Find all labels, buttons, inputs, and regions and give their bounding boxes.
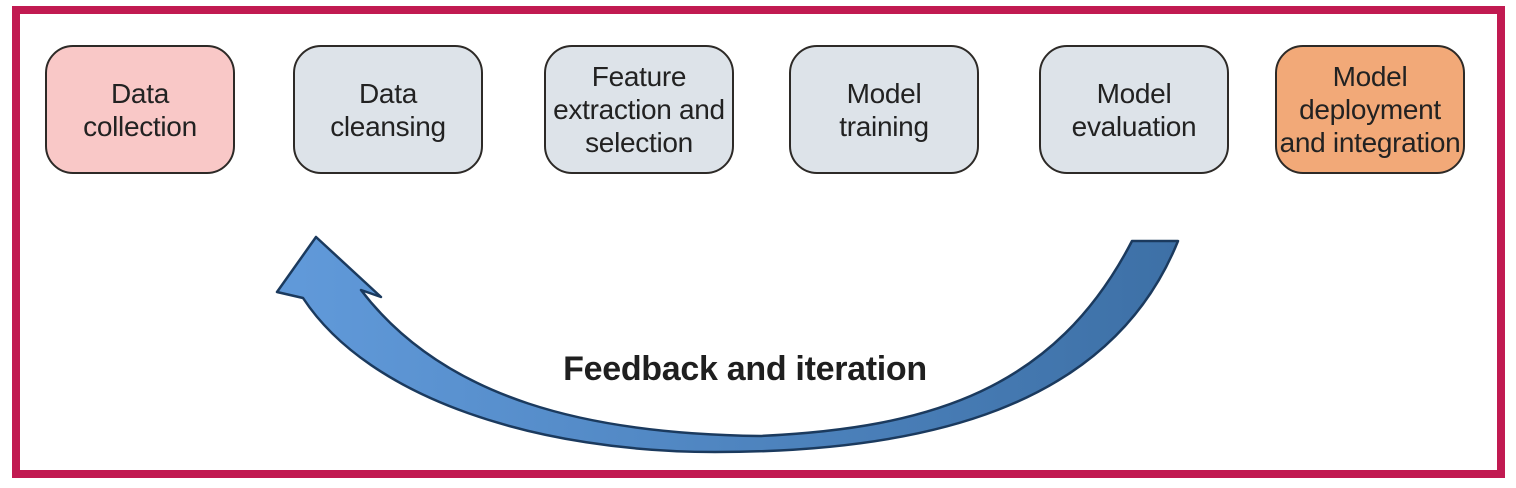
step-box-model-deployment-integration: Model deployment and integration xyxy=(1275,45,1465,174)
step-label-line: Model xyxy=(1332,61,1408,92)
step-box-data-collection: Data collection xyxy=(45,45,235,174)
step-label-line: deployment xyxy=(1299,94,1441,125)
step-label-line: selection xyxy=(585,127,693,158)
step-label-line: cleansing xyxy=(330,110,446,142)
step-label-line: Data xyxy=(111,77,169,109)
step-label-line: Model xyxy=(846,77,922,109)
step-label-line: extraction and xyxy=(553,94,725,125)
step-label-line: and integration xyxy=(1279,127,1461,158)
step-box-model-training: Model training xyxy=(789,45,979,174)
step-label-line: collection xyxy=(83,110,197,142)
step-box-model-evaluation: Model evaluation xyxy=(1039,45,1229,174)
step-label-line: Feature xyxy=(591,61,687,92)
step-label-line: Model xyxy=(1096,77,1172,109)
step-label-line: evaluation xyxy=(1071,110,1197,142)
diagram-border xyxy=(12,6,1505,478)
step-label-line: training xyxy=(839,110,929,142)
step-label-line: Data xyxy=(359,77,417,109)
step-box-feature-extraction-selection: Feature extraction and selection xyxy=(544,45,734,174)
feedback-iteration-label: Feedback and iteration xyxy=(563,350,927,388)
step-box-data-cleansing: Data cleansing xyxy=(293,45,483,174)
